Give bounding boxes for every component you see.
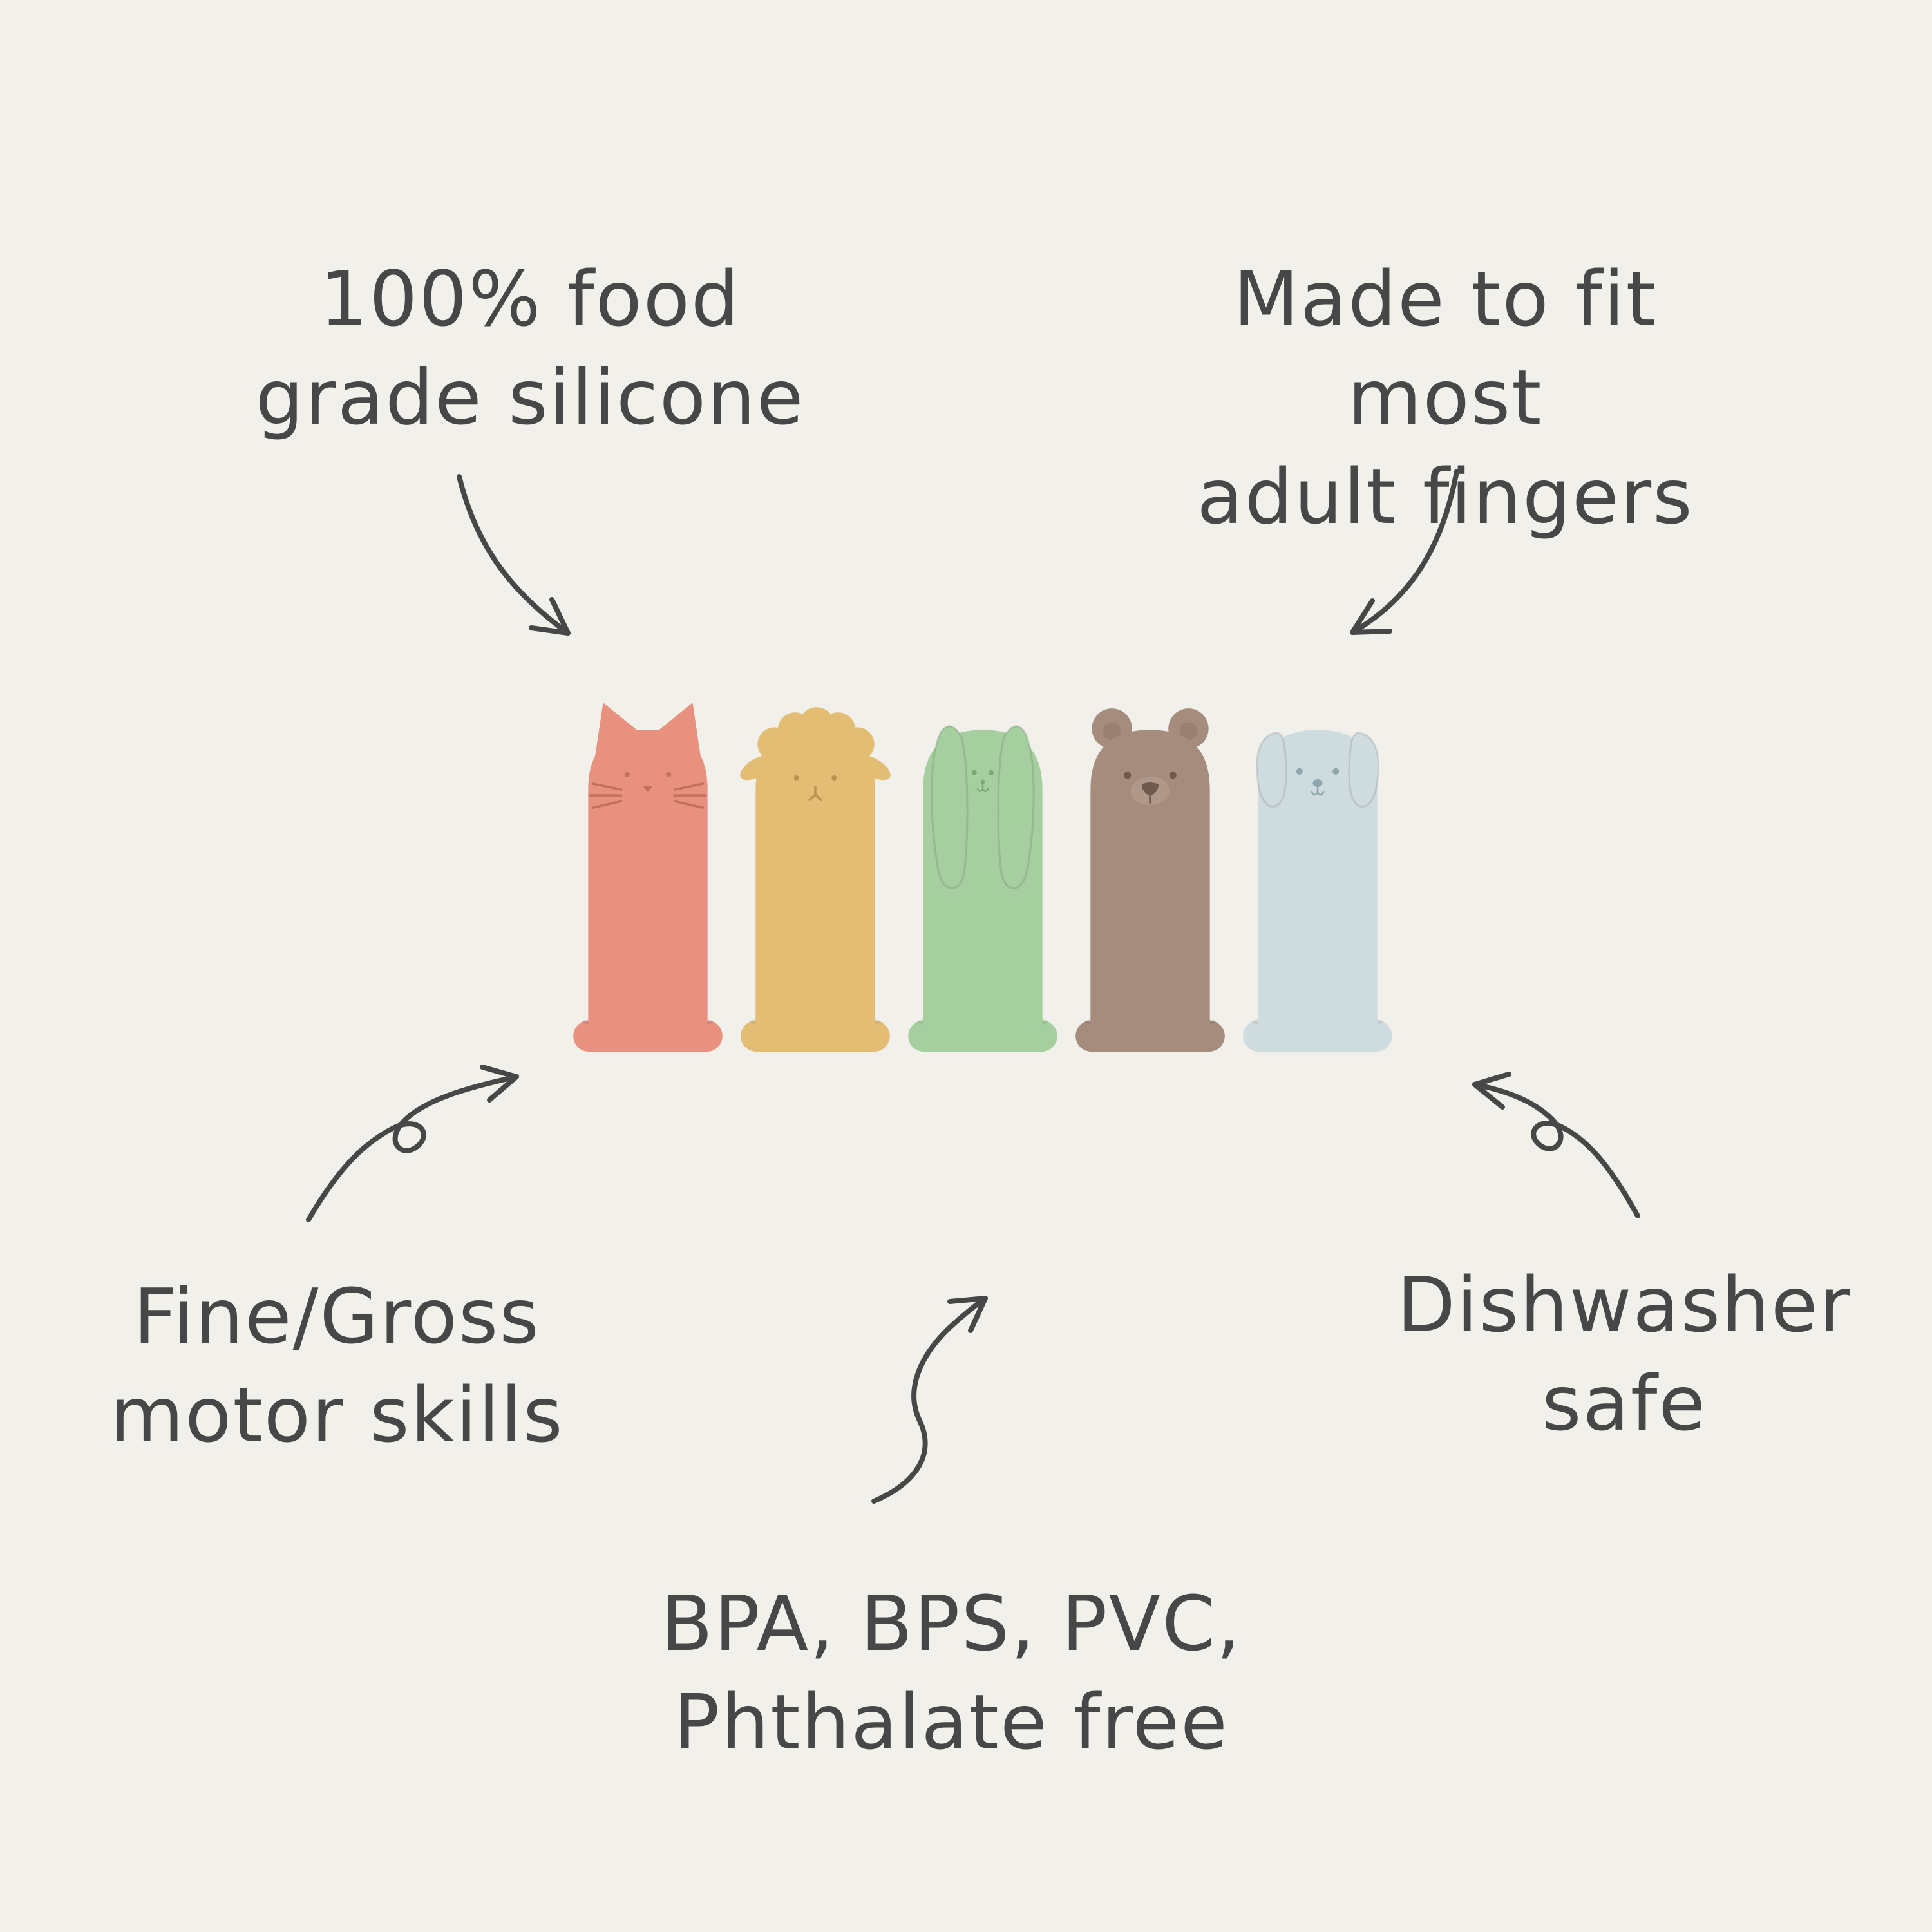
annotation-dishwasher: Dishwasher safe — [1367, 1256, 1882, 1454]
puppet-row — [567, 692, 1399, 1056]
annotation-motor-skills: Fine/Gross motor skills — [79, 1267, 594, 1465]
puppet-body — [588, 730, 708, 1031]
bear-face — [1124, 772, 1177, 804]
puppet-dog — [1243, 730, 1392, 1052]
annotation-line: safe — [1542, 1359, 1707, 1448]
dog-ear-left — [1255, 731, 1287, 808]
bear-inner-ear — [1179, 722, 1198, 741]
annotation-line: Dishwasher — [1396, 1260, 1852, 1349]
dog-ear-right — [1348, 731, 1380, 808]
puppet-body — [755, 730, 875, 1031]
annotation-line: motor skills — [109, 1370, 564, 1460]
bunny-ear-left — [931, 725, 969, 889]
bunny-ear-right — [997, 725, 1035, 889]
annotation-line: Made to fit most — [1233, 254, 1657, 442]
annotation-line: grade silicone — [255, 353, 805, 442]
annotation-line: Phthalate free — [674, 1678, 1229, 1767]
arrow-dishwasher-icon — [1472, 1072, 1640, 1218]
annotation-fit-fingers: Made to fit most adult fingers — [1123, 250, 1767, 546]
arrow-motor-skills-icon — [306, 1065, 519, 1222]
puppet-cat — [573, 703, 723, 1052]
annotation-line: Fine/Gross — [133, 1272, 540, 1361]
annotation-food-grade: 100% food grade silicone — [208, 250, 852, 448]
annotation-bpa-free: BPA, BPS, PVC, Phthalate free — [629, 1575, 1273, 1772]
puppet-body — [1258, 730, 1378, 1031]
arrow-food-grade-icon — [457, 474, 571, 636]
puppet-bear — [1075, 708, 1225, 1052]
puppet-body — [1090, 730, 1210, 1031]
cat-face — [589, 772, 707, 810]
bear-inner-ear — [1103, 722, 1121, 741]
arrow-bpa-free-icon — [871, 1296, 988, 1504]
annotation-line: BPA, BPS, PVC, — [660, 1579, 1242, 1668]
dog-face — [1296, 768, 1340, 796]
annotation-line: adult fingers — [1197, 451, 1694, 541]
bunny-face — [971, 770, 994, 792]
lamb-face — [793, 775, 837, 801]
puppet-lamb — [740, 707, 891, 1052]
annotation-line: 100% food — [319, 254, 741, 343]
puppet-bunny — [908, 725, 1057, 1052]
